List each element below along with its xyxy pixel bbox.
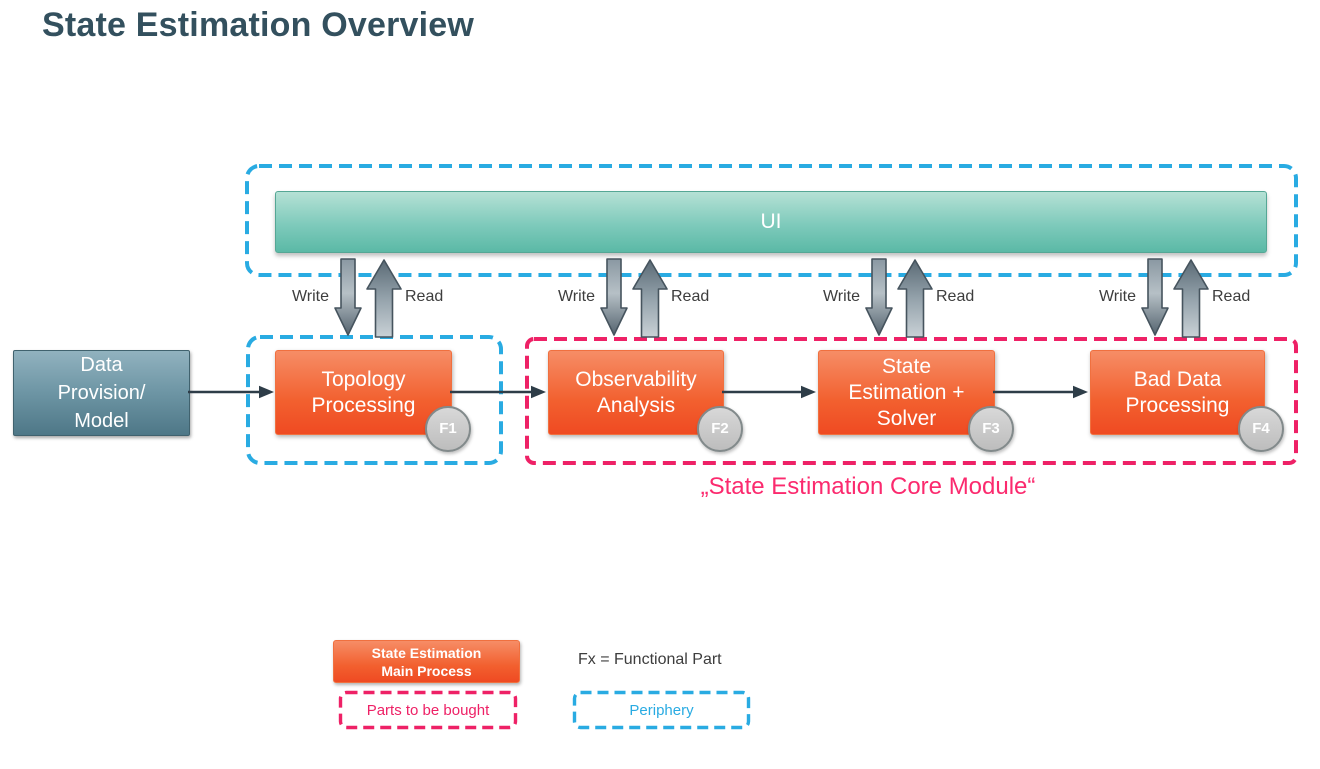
write-label: Write [291,288,329,305]
data-provision-box: Data Provision/ Model [13,350,190,436]
write-read-arrows [1141,258,1209,338]
badge-f4: F4 [1238,406,1284,452]
legend-periphery: Periphery [629,701,694,719]
write-read-arrows [334,258,402,338]
process-box-state-estimation: State Estimation + Solver F3 [818,350,1014,452]
process-box-bad-data: Bad Data Processing F4 [1090,350,1284,452]
read-arrow-icon [366,259,402,338]
ui-bar: UI [275,191,1267,253]
read-label: Read [936,288,975,305]
read-label: Read [1212,288,1251,305]
write-label: Write [1098,288,1136,305]
read-label: Read [405,288,444,305]
process-label: State Estimation + Solver [848,354,965,430]
badge-f3: F3 [968,406,1014,452]
read-label: Read [671,288,710,305]
write-read-arrows [600,258,668,338]
badge-f2: F2 [697,406,743,452]
process-box-topology: Topology Processing F1 [275,350,471,452]
write-arrow-icon [1141,258,1169,336]
legend-fx-note: Fx = Functional Part [578,651,722,668]
legend-main-process: State Estimation Main Process [333,640,520,683]
write-label: Write [557,288,595,305]
read-arrow-icon [632,259,668,338]
process-label: Topology Processing [311,367,416,417]
badge-f1: F1 [425,406,471,452]
page-title: State Estimation Overview [42,6,475,44]
write-arrow-icon [865,258,893,336]
read-arrow-icon [1173,259,1209,338]
write-arrow-icon [600,258,628,336]
core-module-caption: „State Estimation Core Module“ [700,473,1036,500]
process-label: Observability Analysis [575,367,697,417]
process-box-observability: Observability Analysis F2 [548,350,743,452]
ui-bar-label: UI [760,210,782,233]
write-arrow-icon [334,258,362,336]
legend-parts-to-be-bought: Parts to be bought [366,701,490,719]
process-label: Bad Data Processing [1125,367,1230,417]
write-read-arrows [865,258,933,338]
write-label: Write [822,288,860,305]
read-arrow-icon [897,259,933,338]
